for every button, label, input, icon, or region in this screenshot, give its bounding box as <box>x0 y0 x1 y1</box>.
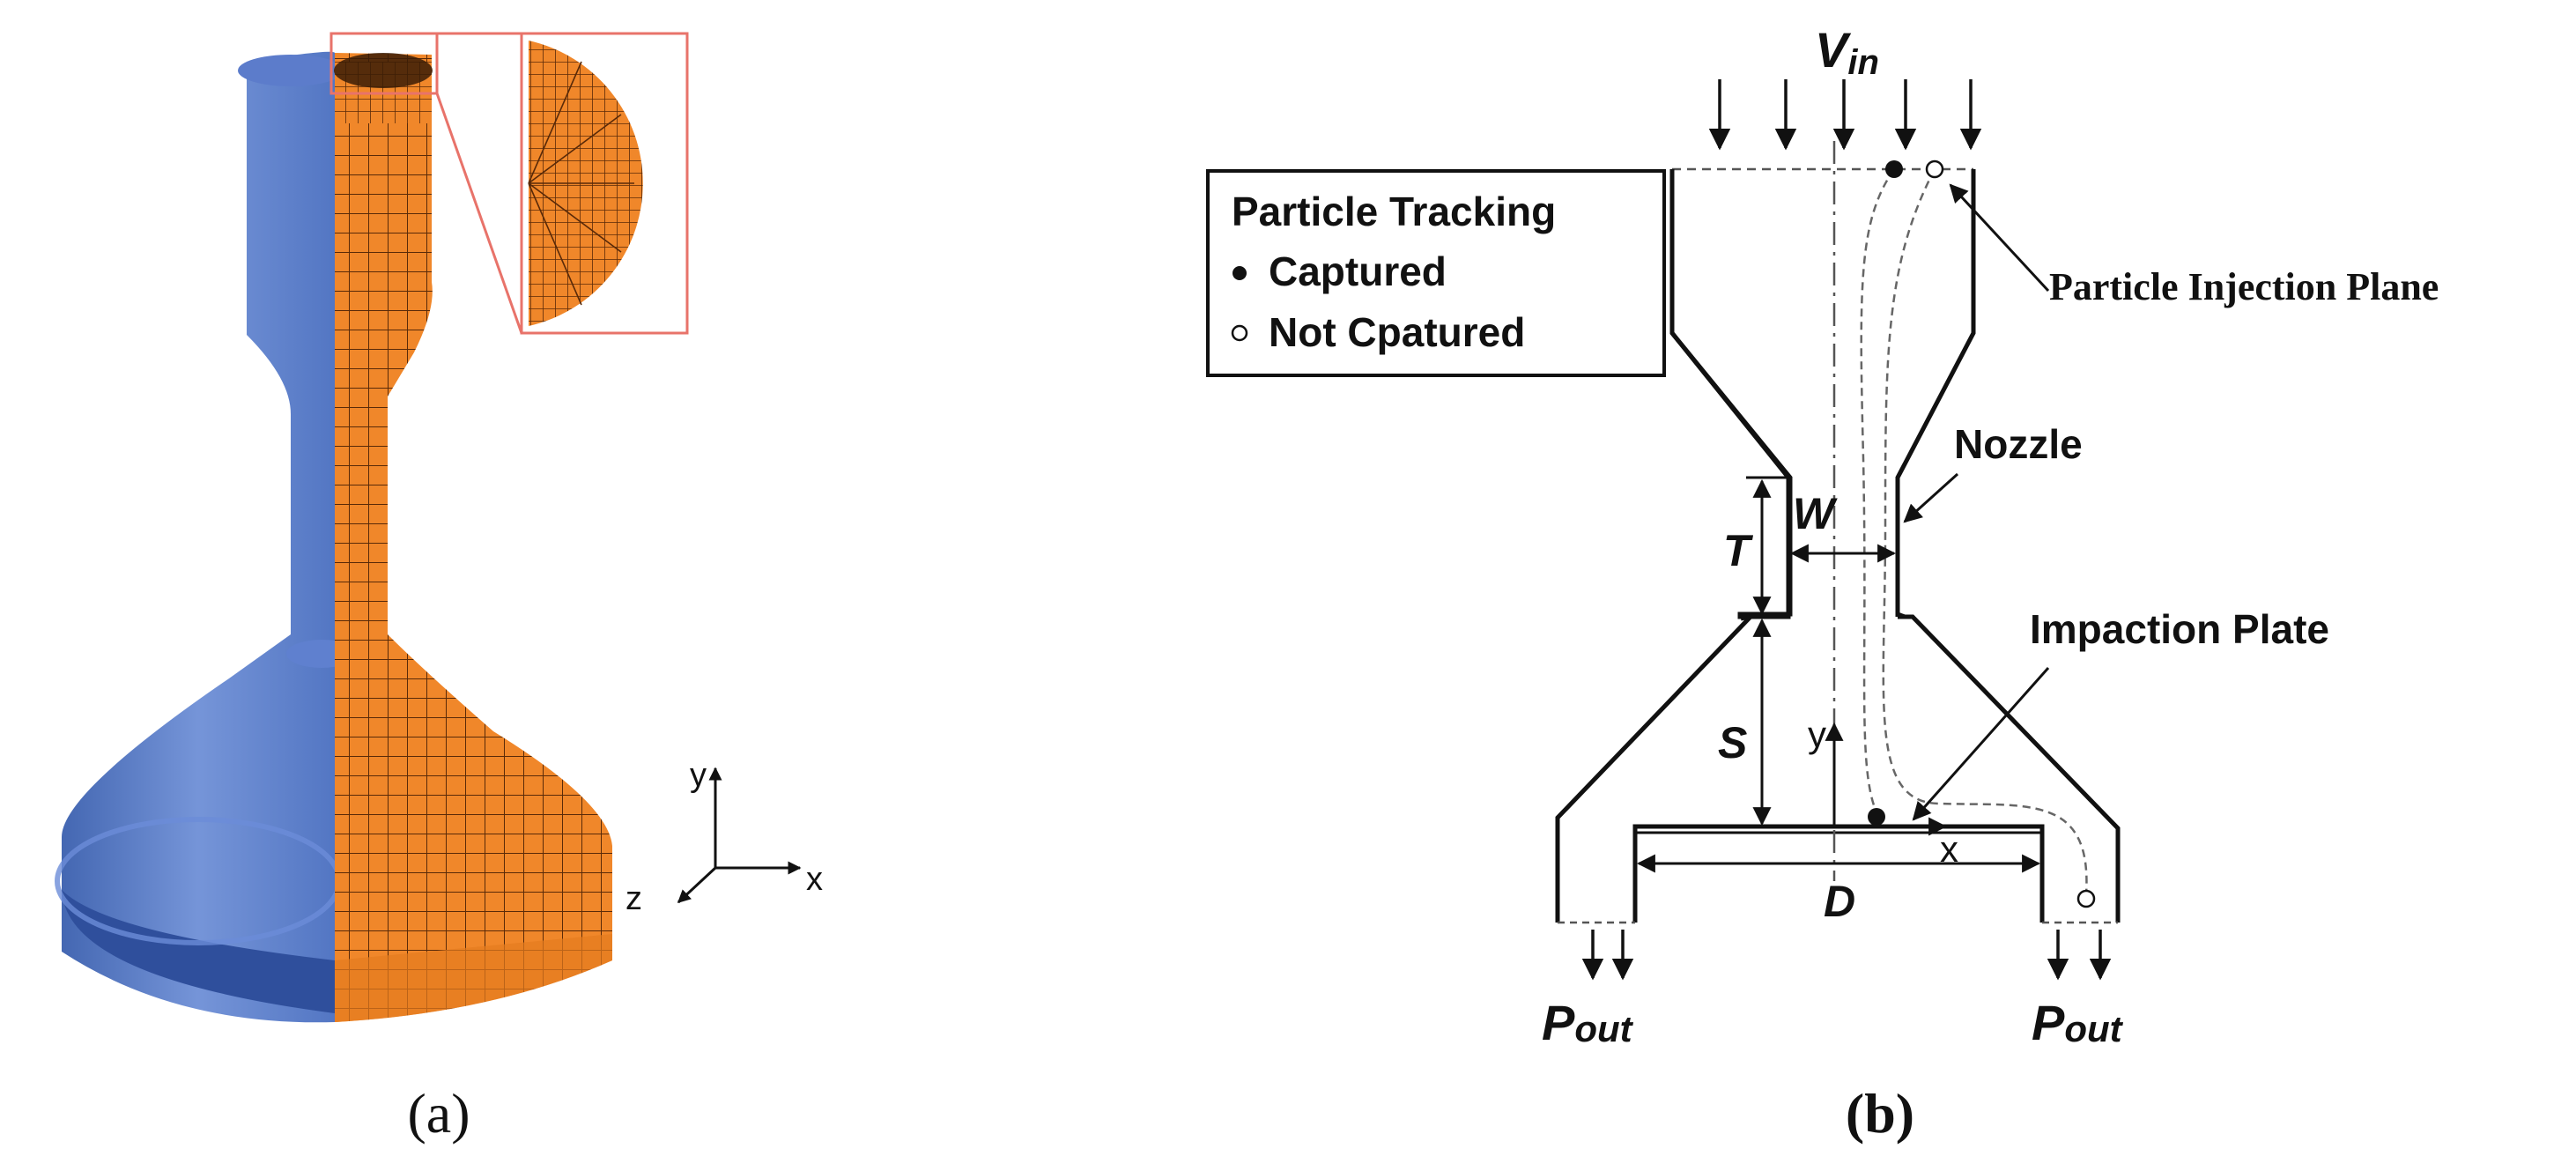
outlet-label-left: Pout <box>1542 995 1634 1050</box>
legend: Particle Tracking Captured Not Cpatured <box>1206 169 1666 377</box>
inlet-label: Vin <box>1815 22 1879 82</box>
local-x-label: x <box>1940 828 1958 870</box>
impactor-outline <box>1669 169 1976 621</box>
dim-d-label: D <box>1824 877 1855 926</box>
dim-s-label: S <box>1718 718 1747 767</box>
legend-not-captured-label: Not Cpatured <box>1269 309 1525 355</box>
legend-title: Particle Tracking <box>1232 189 1556 234</box>
captured-particle-end <box>1868 808 1885 826</box>
outlet-arrows <box>1581 930 2112 981</box>
legend-not-captured-marker <box>1231 324 1248 342</box>
dim-w-label: W <box>1793 489 1838 538</box>
axis-triad-3d: y x z <box>625 757 823 917</box>
legend-captured-label: Captured <box>1269 248 1447 294</box>
dim-t-label: T <box>1723 526 1754 575</box>
particle-trajectories <box>1860 168 2088 895</box>
impaction-plate-label: Impaction Plate <box>2030 606 2329 652</box>
legend-captured-marker <box>1232 266 1247 280</box>
axis-z-label: z <box>625 880 642 917</box>
panel-a-caption: (a) <box>407 1082 470 1145</box>
mesh-inset <box>329 32 689 335</box>
panel-b-schematic: Vin <box>1206 22 2439 1145</box>
blue-shell-half <box>55 51 357 1023</box>
injection-plane-label: Particle Injection Plane <box>2049 265 2439 308</box>
uncaptured-particle-start <box>1925 159 1944 179</box>
local-y-label: y <box>1808 714 1826 755</box>
uncaptured-particle-end <box>2076 889 2096 908</box>
captured-particle-start <box>1885 160 1903 178</box>
panel-b-caption: (b) <box>1846 1082 1914 1145</box>
nozzle-label: Nozzle <box>1954 421 2083 467</box>
axis-x-label: x <box>806 861 823 898</box>
panel-a-mesh-model: y x z (a) <box>55 32 823 1145</box>
outlet-label-right: Pout <box>2032 995 2124 1050</box>
inlet-arrows <box>1708 79 1982 151</box>
axis-y-label: y <box>690 757 707 794</box>
impactor-walls <box>1555 478 2121 923</box>
